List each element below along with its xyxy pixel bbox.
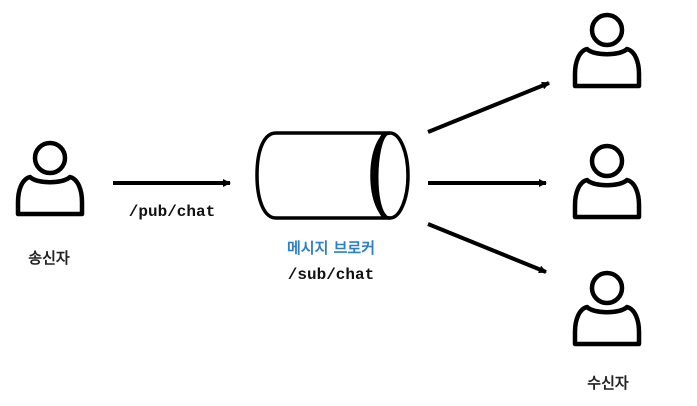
receiver-2-person-icon [575,146,639,217]
receiver-1-person-icon [575,15,639,86]
subscribe-arrow-1 [427,81,550,134]
receiver-3-person-icon [575,273,639,344]
receiver-label: 수신자 [587,374,629,392]
broker-label: 메시지 브로커 [286,239,376,257]
subscribe-arrow-3 [427,222,547,274]
publish-topic-label: /pub/chat [128,203,216,221]
sender-label: 송신자 [28,249,70,267]
sender-person-icon [18,143,82,214]
subscribe-topic-label: /sub/chat [287,266,375,284]
broker-cylinder-icon [255,131,410,220]
